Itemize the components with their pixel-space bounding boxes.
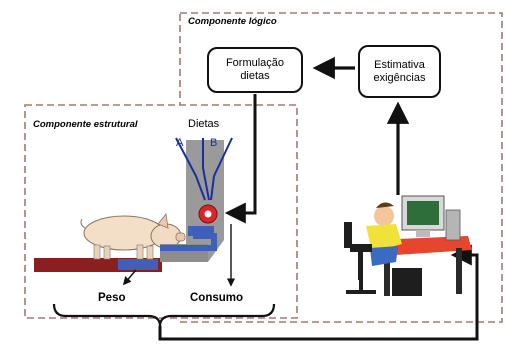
computer-user-illustration xyxy=(344,195,472,296)
diets-label: Dietas xyxy=(188,118,220,130)
arrow-formulation-to-feeder xyxy=(224,94,257,224)
consumption-label: Consumo xyxy=(190,292,244,304)
structural-component-title: Componente estrutural xyxy=(33,119,138,130)
arrow-data-to-computer xyxy=(158,244,479,341)
diet-b-label: B xyxy=(210,137,218,149)
scale-platform-icon xyxy=(118,259,158,270)
pig-illustration xyxy=(80,213,186,260)
logical-component-title: Componente lógico xyxy=(188,16,277,27)
weight-label: Peso xyxy=(98,292,126,304)
logical-component-boundary xyxy=(179,12,503,323)
diet-a-label: A xyxy=(176,137,184,149)
arrow-weight xyxy=(122,269,137,286)
feeder-machine xyxy=(160,137,233,262)
